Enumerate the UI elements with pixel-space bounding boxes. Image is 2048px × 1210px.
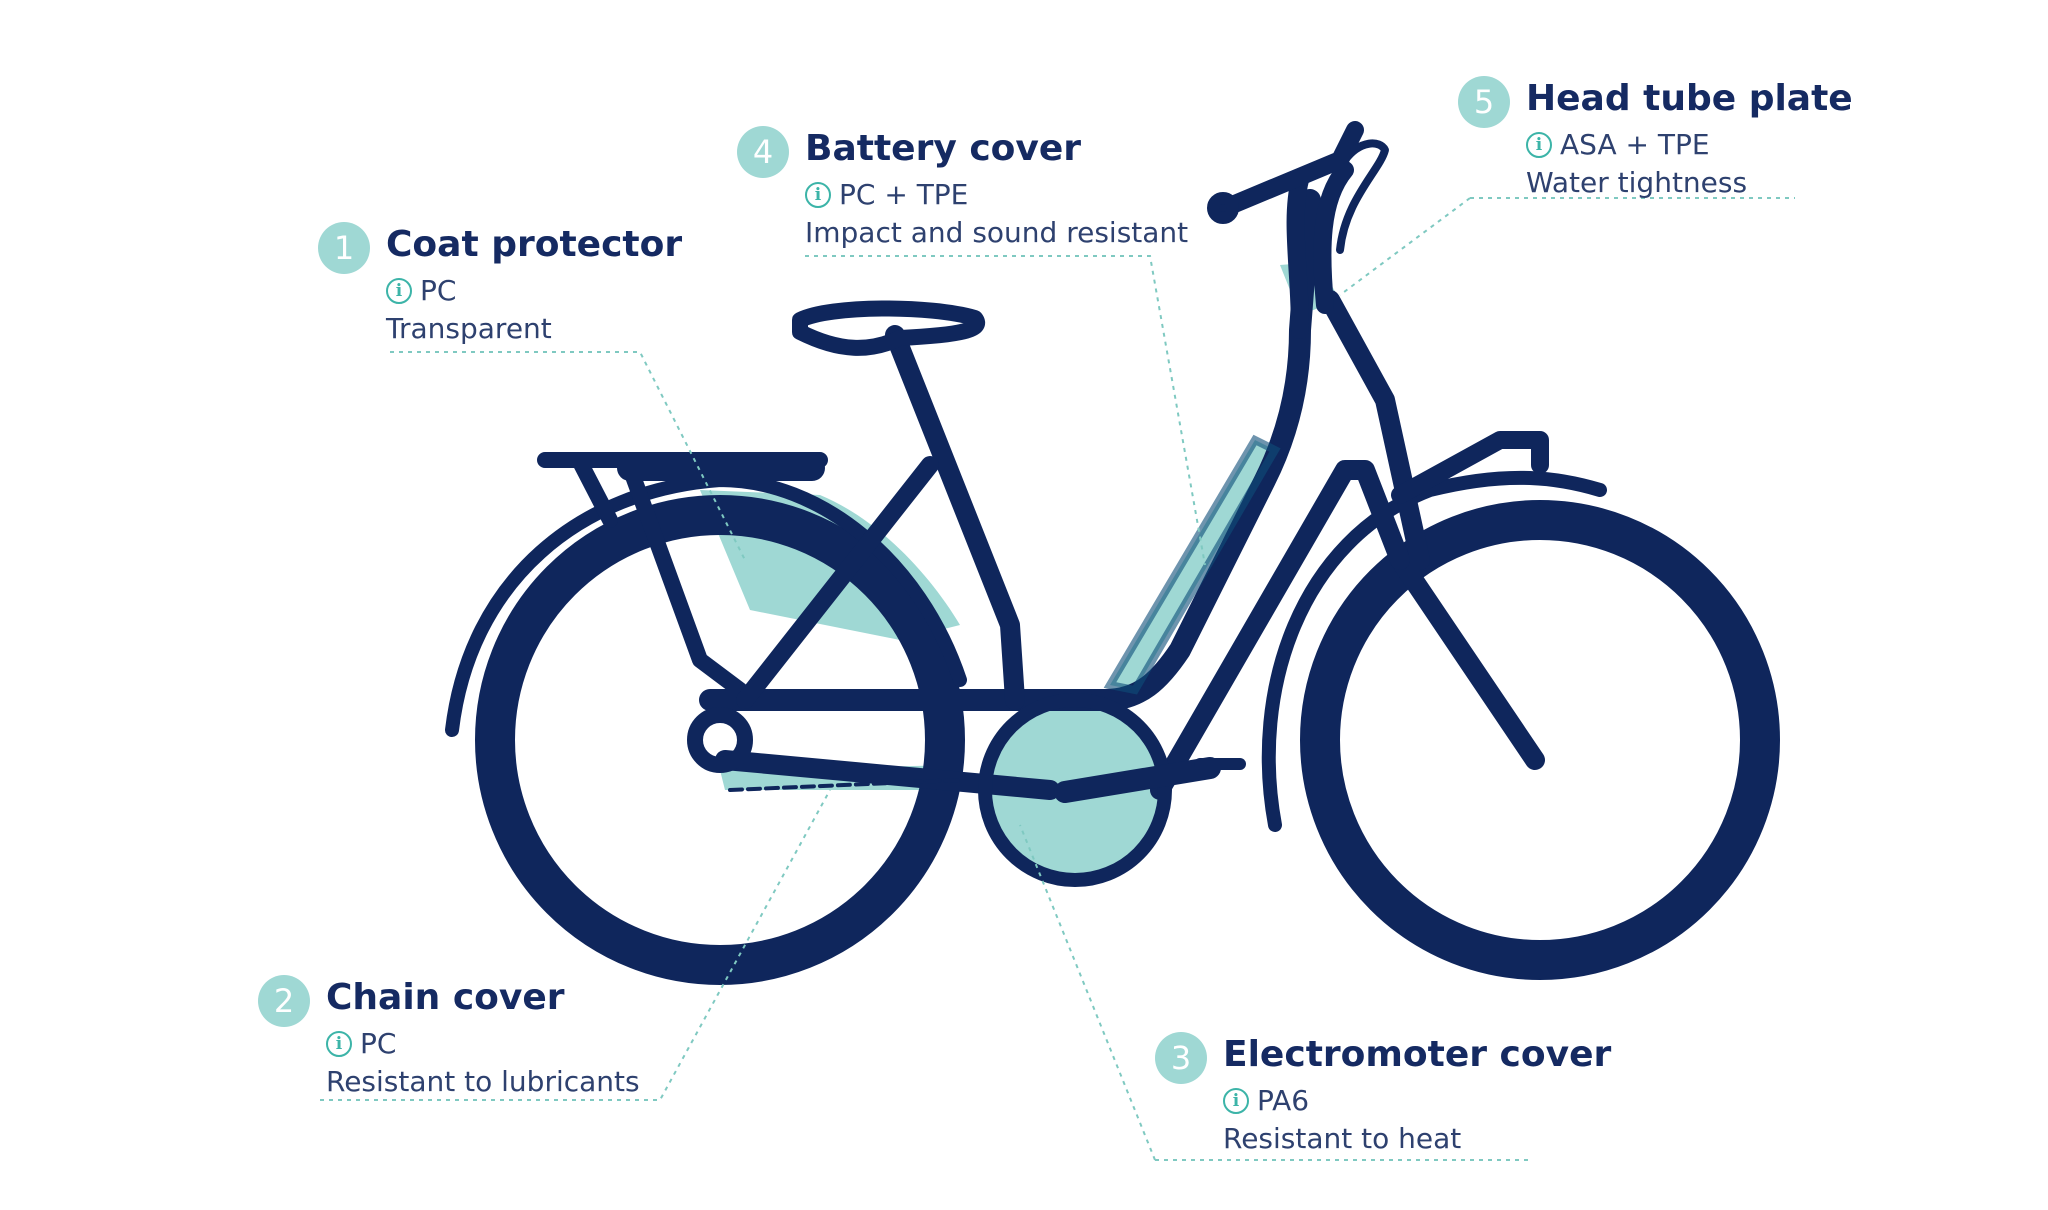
front-wheel [1300, 500, 1780, 980]
frame-crossbar [1150, 460, 1410, 800]
head-tube [1286, 161, 1354, 339]
callout-property: Water tightness [1526, 166, 1748, 199]
saddle [792, 300, 985, 356]
chainring [978, 693, 1172, 887]
callout-material: i PC [326, 1027, 396, 1060]
info-circle-icon: i [1223, 1087, 1249, 1114]
callout-material: i ASA + TPE [1526, 128, 1710, 161]
callout-number: 3 [1155, 1032, 1207, 1084]
frame-downtube [699, 189, 1321, 711]
leader-line-3 [1019, 824, 1530, 1161]
frame-chainstay [715, 750, 1060, 800]
leader-line-1 [390, 351, 746, 561]
callout-number: 2 [258, 975, 310, 1027]
info-circle-icon: i [386, 277, 412, 304]
info-circle-icon: i [326, 1030, 352, 1057]
callout-material: i PC + TPE [805, 178, 968, 211]
callout-material: i PA6 [1223, 1084, 1309, 1117]
rear-wheel [475, 495, 965, 985]
frame-fork [1320, 290, 1545, 770]
chain-line [728, 778, 962, 792]
callout-material: i PC [386, 274, 456, 307]
callout-property: Transparent [386, 312, 552, 345]
rear-hub [687, 707, 753, 773]
material-label: PA6 [1257, 1084, 1310, 1117]
info-circle-icon: i [805, 181, 831, 208]
handlebar-grip [1207, 192, 1239, 224]
frame-seatstay [736, 456, 939, 709]
material-label: PC [420, 274, 457, 307]
callout-property: Resistant to lubricants [326, 1065, 640, 1098]
callout-title: Electromoter cover [1223, 1034, 1612, 1075]
handlebar [1216, 121, 1364, 217]
callout-property: Resistant to heat [1223, 1122, 1462, 1155]
callout-number: 5 [1458, 76, 1510, 128]
brake-lever [1336, 139, 1389, 254]
callout-title: Head tube plate [1526, 78, 1853, 119]
leader-line-4 [805, 255, 1206, 566]
info-circle-icon: i [1526, 131, 1552, 158]
callout-number: 4 [737, 126, 789, 178]
callout-property: Impact and sound resistant [805, 216, 1189, 249]
leader-line-5 [1339, 197, 1795, 296]
battery-cover-part [1110, 440, 1275, 690]
callout-title: Battery cover [805, 128, 1082, 169]
callout-title: Chain cover [326, 977, 565, 1018]
material-label: PC + TPE [839, 178, 969, 211]
crank-arm [1054, 757, 1221, 803]
material-label: ASA + TPE [1560, 128, 1710, 161]
front-rack [1391, 431, 1549, 504]
battery-cover-dark [1103, 434, 1281, 695]
material-label: PC [360, 1027, 397, 1060]
frame-seattube [885, 325, 1025, 710]
callout-title: Coat protector [386, 224, 683, 265]
callout-number: 1 [318, 222, 370, 274]
